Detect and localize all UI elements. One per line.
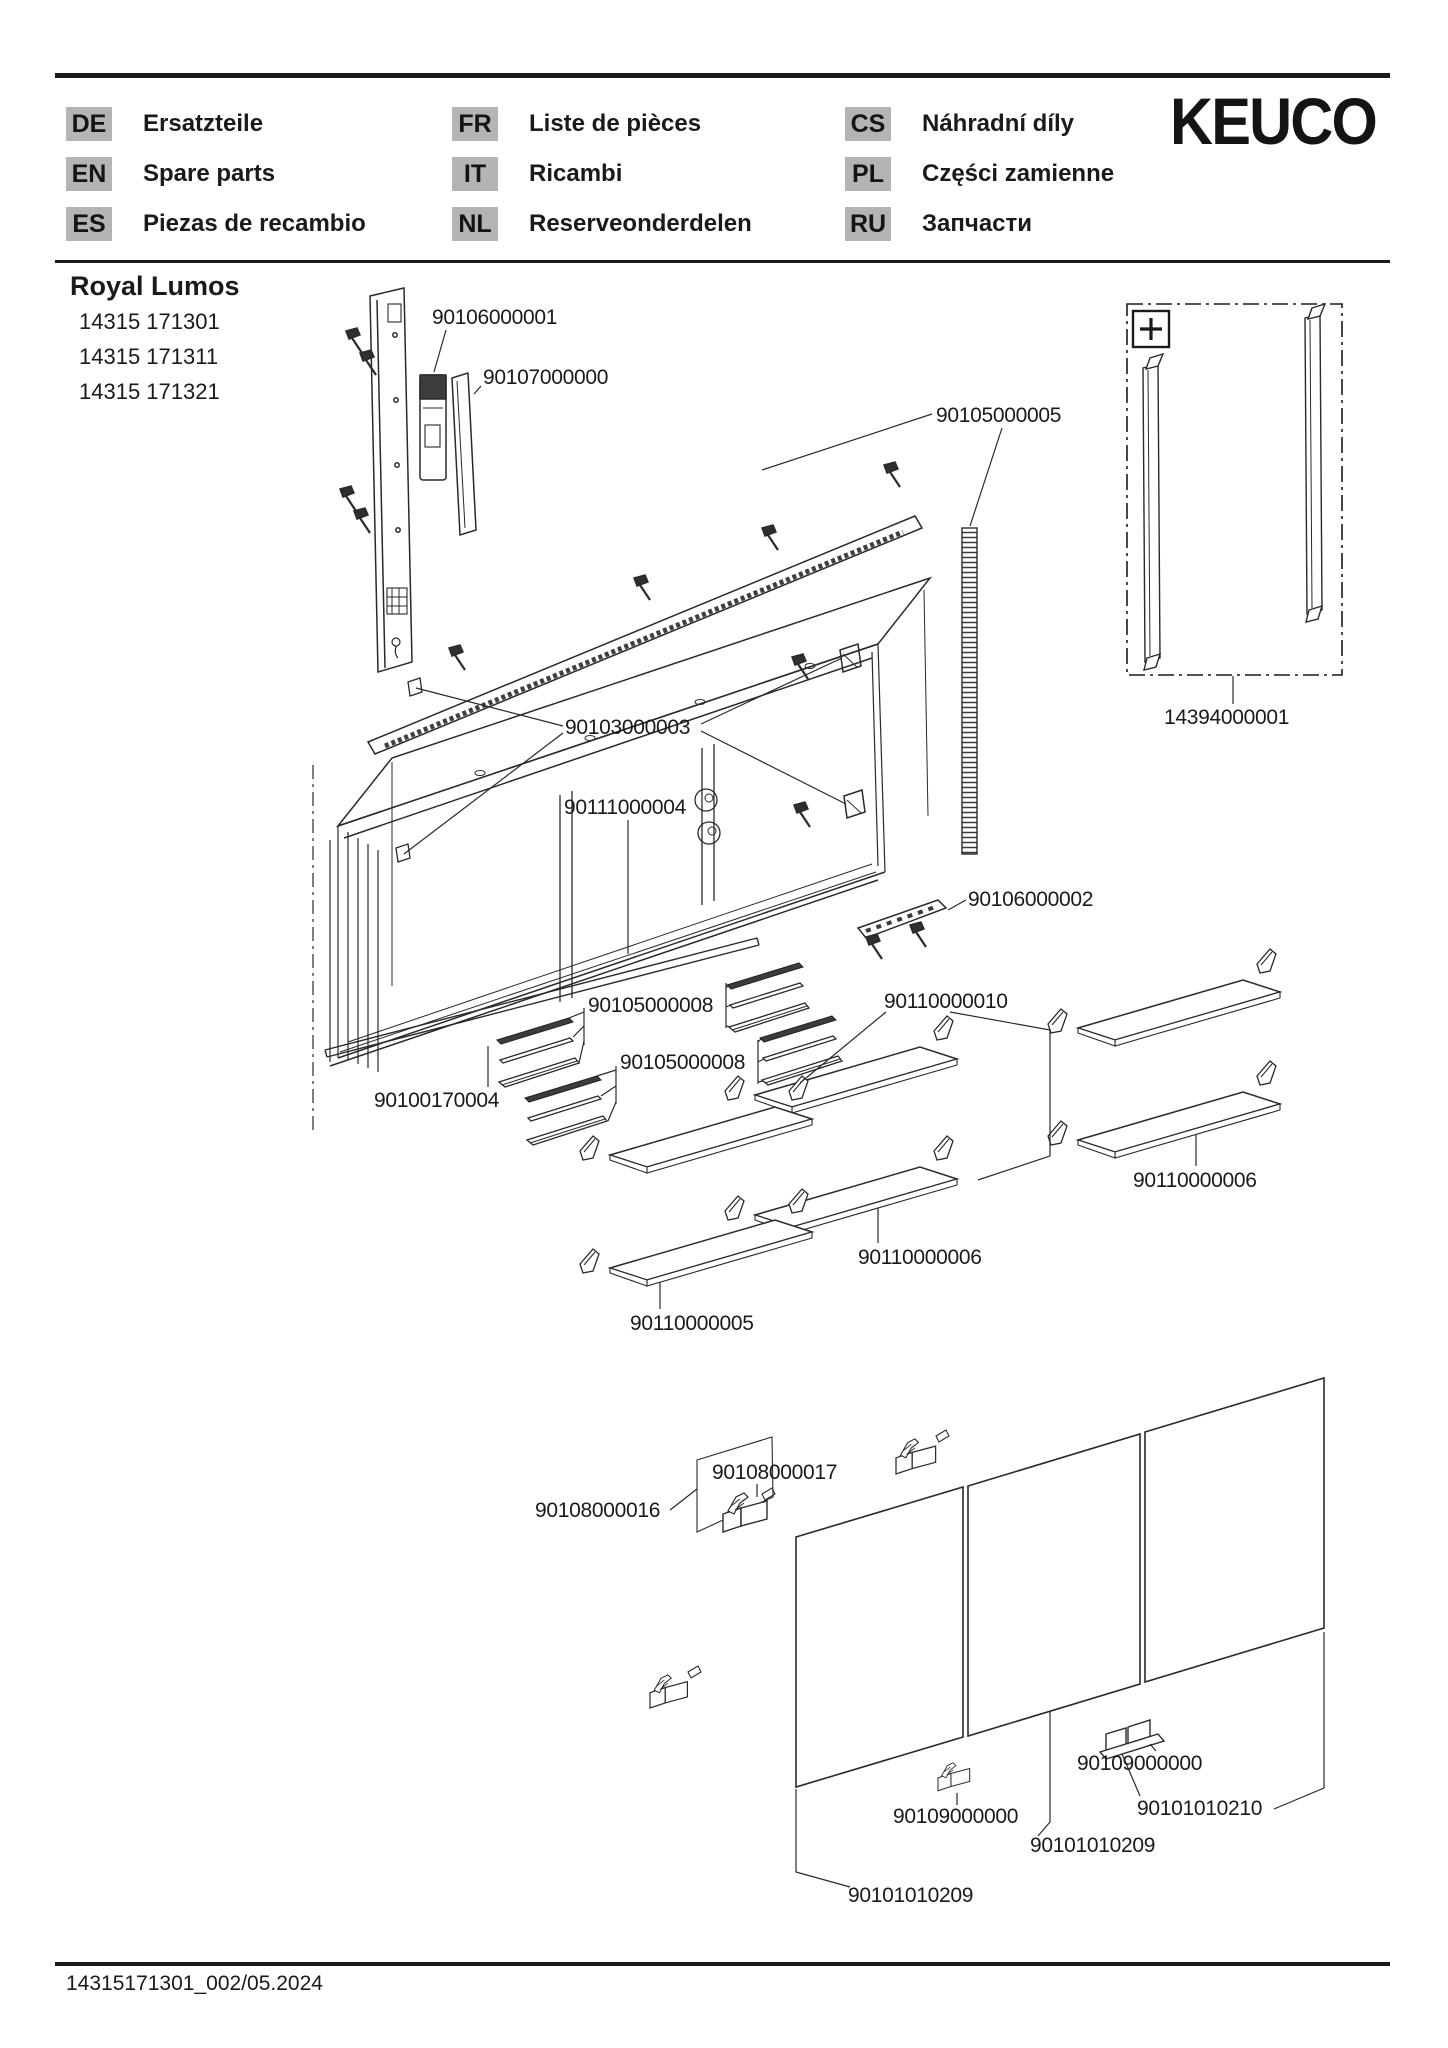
lang-row-it: IT Ricambi xyxy=(452,157,622,191)
part-label-90106000002: 90106000002 xyxy=(968,888,1094,911)
lang-row-cs: CS Náhradní díly xyxy=(845,107,1074,141)
part-label-90101010209-left: 90101010209 xyxy=(848,1884,974,1907)
lang-row-fr: FR Liste de pièces xyxy=(452,107,701,141)
part-label-90105000008-b: 90105000008 xyxy=(620,1051,746,1074)
lang-row-pl: PL Części zamienne xyxy=(845,157,1114,191)
part-label-90110000005: 90110000005 xyxy=(630,1312,754,1335)
led-driver-part xyxy=(419,374,447,481)
lang-code-badge: DE xyxy=(66,107,112,141)
part-label-90100170004: 90100170004 xyxy=(374,1089,500,1112)
leader-lines xyxy=(403,329,1325,1888)
part-label-90110000006-center: 90110000006 xyxy=(858,1246,982,1269)
bottom-connector-part xyxy=(856,899,948,961)
lang-row-nl: NL Reserveonderdelen xyxy=(452,207,752,241)
lang-label: Piezas de recambio xyxy=(143,210,366,237)
part-label-90110000006-right: 90110000006 xyxy=(1133,1169,1257,1192)
part-label-90105000008-a: 90105000008 xyxy=(588,994,714,1017)
lang-code-badge: IT xyxy=(452,157,498,191)
part-label-90105000005: 90105000005 xyxy=(936,404,1062,427)
accessory-kit-box xyxy=(1126,302,1343,676)
lang-code-badge: EN xyxy=(66,157,112,191)
top-rule xyxy=(55,73,1390,78)
product-variant: 14315 171321 xyxy=(79,379,220,404)
part-label-90108000016: 90108000016 xyxy=(535,1499,661,1522)
part-label-90101010209-right: 90101010209 xyxy=(1030,1834,1156,1857)
part-label-90111000004: 90111000004 xyxy=(564,796,687,819)
footer-rule xyxy=(55,1962,1390,1966)
led-profile-strip xyxy=(961,527,978,855)
cover-strip-part xyxy=(451,371,477,537)
wall-rail-assembly xyxy=(338,287,413,673)
part-label-90108000017: 90108000017 xyxy=(712,1461,838,1484)
lang-code-badge: FR xyxy=(452,107,498,141)
lang-label: Ricambi xyxy=(529,160,623,187)
product-variant: 14315 171311 xyxy=(79,344,219,369)
lang-code-badge: ES xyxy=(66,207,112,241)
product-variant: 14315 171301 xyxy=(79,309,220,334)
lang-code-badge: NL xyxy=(452,207,498,241)
lang-row-ru: RU Запчасти xyxy=(845,207,1032,241)
lang-label: Náhradní díly xyxy=(922,110,1075,137)
lang-row-es: ES Piezas de recambio xyxy=(66,207,366,241)
lang-label: Запчасти xyxy=(922,210,1033,237)
product-title: Royal Lumos xyxy=(70,271,240,301)
document-id: 14315171301_002/05.2024 xyxy=(66,1972,323,1995)
lang-code-badge: PL xyxy=(845,157,891,191)
part-label-90109000000-right: 90109000000 xyxy=(1077,1752,1203,1775)
lang-label: Reserveonderdelen xyxy=(529,210,752,237)
lang-label: Ersatzteile xyxy=(143,110,264,137)
bottom-trim-strip xyxy=(324,937,760,1058)
lang-code-badge: CS xyxy=(845,107,891,141)
part-label-90110000010: 90110000010 xyxy=(884,990,1008,1013)
part-label-14394000001: 14394000001 xyxy=(1164,706,1290,729)
part-label-90106000001: 90106000001 xyxy=(432,306,558,329)
lang-label: Części zamienne xyxy=(922,160,1115,187)
lang-label: Spare parts xyxy=(143,160,276,187)
lang-label: Liste de pièces xyxy=(529,110,702,137)
part-label-90107000000: 90107000000 xyxy=(483,366,609,389)
lang-row-de: DE Ersatzteile xyxy=(66,107,263,141)
keuco-logo: KEUCO xyxy=(1170,90,1378,156)
svg-text:KEUCO: KEUCO xyxy=(1170,90,1376,156)
part-label-90103000003: 90103000003 xyxy=(565,716,691,739)
part-label-90109000000-left: 90109000000 xyxy=(893,1805,1019,1828)
mid-rule xyxy=(55,260,1390,263)
part-label-90101010210: 90101010210 xyxy=(1137,1797,1263,1820)
mirror-doors xyxy=(649,1376,1325,1792)
cabinet-carcass xyxy=(329,576,933,1072)
lang-row-en: EN Spare parts xyxy=(66,157,275,191)
accessory-plus-icon xyxy=(1131,309,1171,349)
lang-code-badge: RU xyxy=(845,207,891,241)
